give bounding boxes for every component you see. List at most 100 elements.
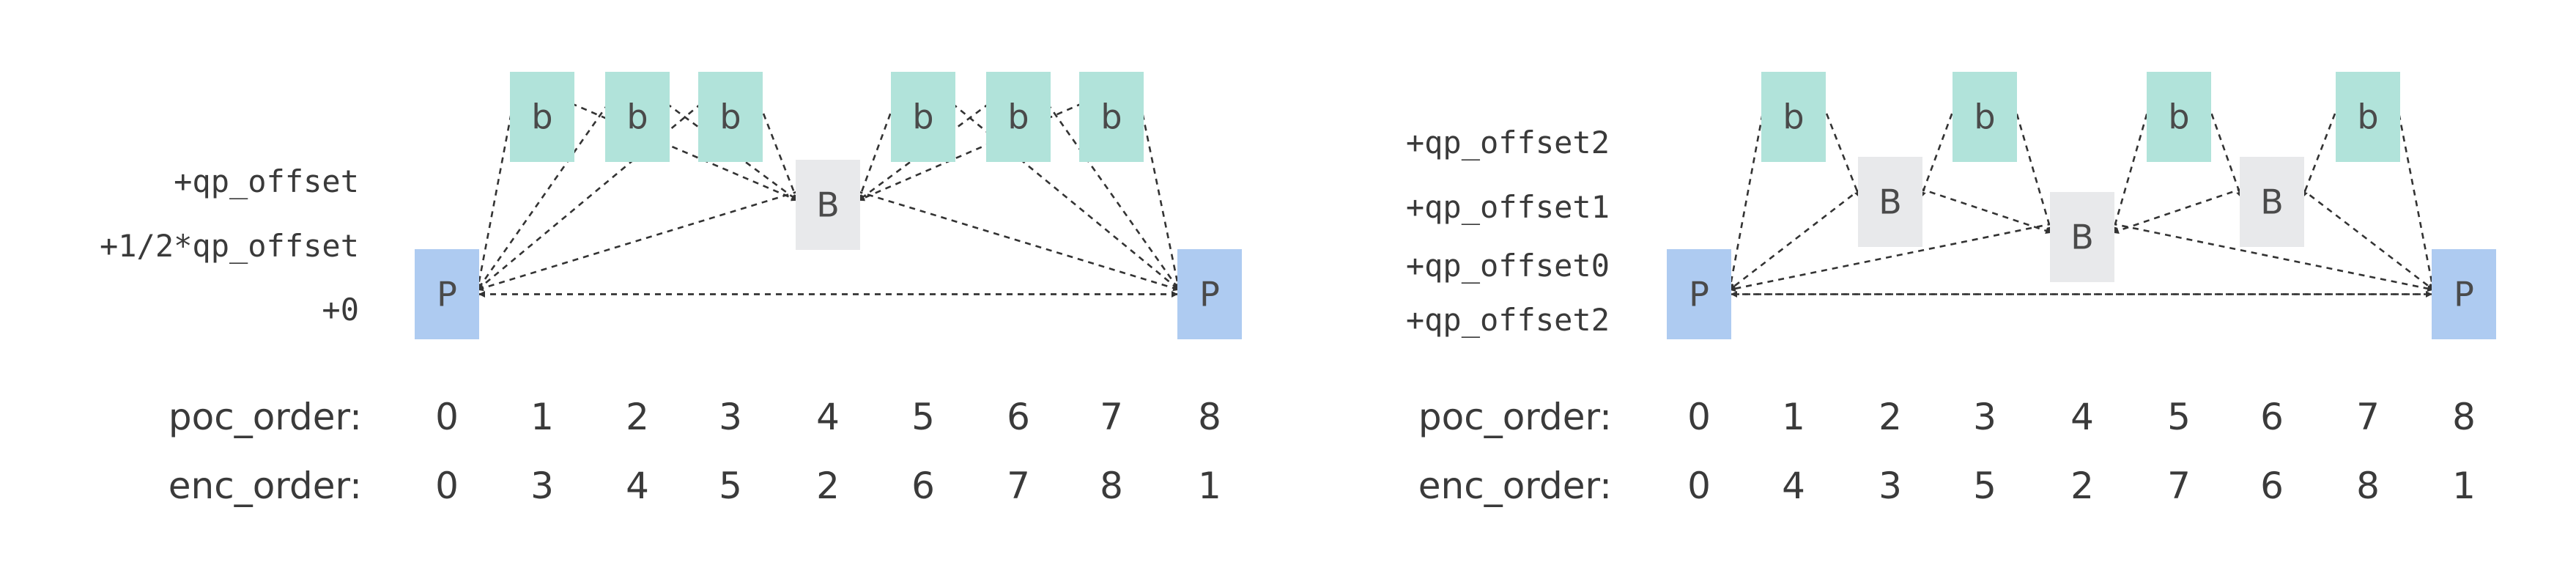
left-level-label: +1/2*qp_offset (100, 228, 359, 264)
frame-box (510, 72, 574, 162)
reference-arrow-5-to-4 (857, 103, 895, 202)
enc-order-value: 4 (626, 465, 649, 507)
frame-label: b (1783, 97, 1804, 137)
reference-arrow-2-to-4 (1919, 187, 2053, 235)
frame-box (2147, 72, 2211, 162)
frame-b-poc-1: b (510, 72, 574, 162)
enc-order-value: 7 (1007, 465, 1030, 507)
frame-box (796, 160, 860, 250)
right-poc-order-label: poc_order: (1418, 396, 1612, 438)
right-enc-order-label: enc_order: (1418, 465, 1612, 507)
right-level-label: +qp_offset1 (1406, 189, 1610, 225)
frame-box (1667, 249, 1731, 339)
poc-order-value: 7 (2356, 396, 2380, 438)
frame-B-poc-4: B (796, 160, 860, 250)
poc-order-value: 5 (2167, 396, 2191, 438)
poc-order-value: 4 (816, 396, 840, 438)
enc-order-value: 2 (2070, 465, 2094, 507)
reference-arrow-6-to-8 (2300, 188, 2434, 291)
poc-order-value: 2 (1879, 396, 1902, 438)
frame-label: b (1974, 97, 1995, 137)
reference-arrow-7-to-4 (857, 102, 1083, 202)
frame-label: b (1007, 97, 1029, 137)
frame-box (605, 72, 670, 162)
reference-arrow-2-to-0 (1729, 188, 1862, 291)
reference-arrow-1-to-0 (475, 103, 514, 291)
right-level-label: +qp_offset2 (1406, 302, 1610, 338)
frame-label: B (816, 185, 840, 225)
frame-box (2336, 72, 2400, 162)
frame-box (986, 72, 1051, 162)
reference-arrow-5-to-6 (2207, 103, 2243, 199)
frame-label: P (1199, 275, 1220, 314)
poc-order-value: 8 (2452, 396, 2476, 438)
frame-box (2240, 157, 2304, 247)
frame-label: P (1689, 275, 1709, 314)
poc-order-value: 1 (1782, 396, 1805, 438)
frame-P-poc-0: P (415, 249, 479, 339)
reference-arrow-2-to-0 (476, 103, 610, 291)
enc-order-value: 3 (1879, 465, 1902, 507)
frame-label: b (912, 97, 933, 137)
frame-P-poc-8: P (1177, 249, 1242, 339)
frame-b-poc-7: b (2336, 72, 2400, 162)
reference-arrow-7-to-6 (2301, 103, 2340, 199)
frame-box (2050, 192, 2114, 282)
frame-box (1761, 72, 1826, 162)
frame-b-poc-3: b (1953, 72, 2017, 162)
reference-arrow-7-to-8 (1139, 103, 1181, 291)
frame-label: P (2454, 275, 2474, 314)
right-arrows (1727, 103, 2436, 298)
enc-order-value: 7 (2167, 465, 2191, 507)
frame-box (2432, 249, 2496, 339)
frame-B-poc-6: B (2240, 157, 2304, 247)
poc-order-value: 0 (1687, 396, 1711, 438)
right-level-label: +qp_offset0 (1406, 248, 1610, 284)
enc-order-value: 0 (1687, 465, 1711, 507)
poc-order-value: 5 (911, 396, 935, 438)
enc-order-value: 0 (435, 465, 459, 507)
poc-order-value: 3 (1973, 396, 1996, 438)
frame-label: B (1879, 182, 1902, 222)
frame-P-poc-8: P (2432, 249, 2496, 339)
enc-order-value: 6 (911, 465, 935, 507)
frame-b-poc-3: b (698, 72, 763, 162)
poc-order-value: 7 (1100, 396, 1123, 438)
right-level-labels: +qp_offset2 +qp_offset1 +qp_offset0 +qp_… (1406, 125, 1610, 338)
reference-arrow-4-to-8 (856, 190, 1180, 292)
enc-order-value: 1 (1198, 465, 1221, 507)
frame-label: b (719, 97, 741, 137)
frame-box (1177, 249, 1242, 339)
enc-order-value: 4 (1782, 465, 1805, 507)
poc-order-value: 4 (2070, 396, 2094, 438)
reference-arrow-7-to-8 (2396, 103, 2436, 291)
frame-label: B (2070, 218, 2094, 257)
enc-order-value: 1 (2452, 465, 2476, 507)
poc-order-value: 6 (2260, 396, 2284, 438)
enc-order-value: 3 (530, 465, 554, 507)
enc-order-value: 8 (2356, 465, 2380, 507)
reference-arrow-1-to-2 (1821, 103, 1861, 199)
frame-label: b (2357, 97, 2378, 137)
poc-order-value: 0 (435, 396, 459, 438)
frame-b-poc-5: b (891, 72, 955, 162)
frame-box (415, 249, 479, 339)
enc-order-value: 2 (816, 465, 840, 507)
frame-label: P (437, 275, 457, 314)
reference-arrow-1-to-4 (571, 102, 799, 202)
reference-arrow-6-to-4 (2111, 187, 2243, 235)
poc-order-value: 8 (1198, 396, 1221, 438)
frame-b-poc-7: b (1079, 72, 1144, 162)
left-level-label: +qp_offset (174, 163, 359, 199)
frame-label: b (626, 97, 648, 137)
poc-order-value: 1 (530, 396, 554, 438)
frame-label: b (2168, 97, 2189, 137)
frame-label: b (1100, 97, 1122, 137)
frame-label: B (2260, 182, 2284, 222)
left-poc-order-label: poc_order: (169, 396, 362, 438)
